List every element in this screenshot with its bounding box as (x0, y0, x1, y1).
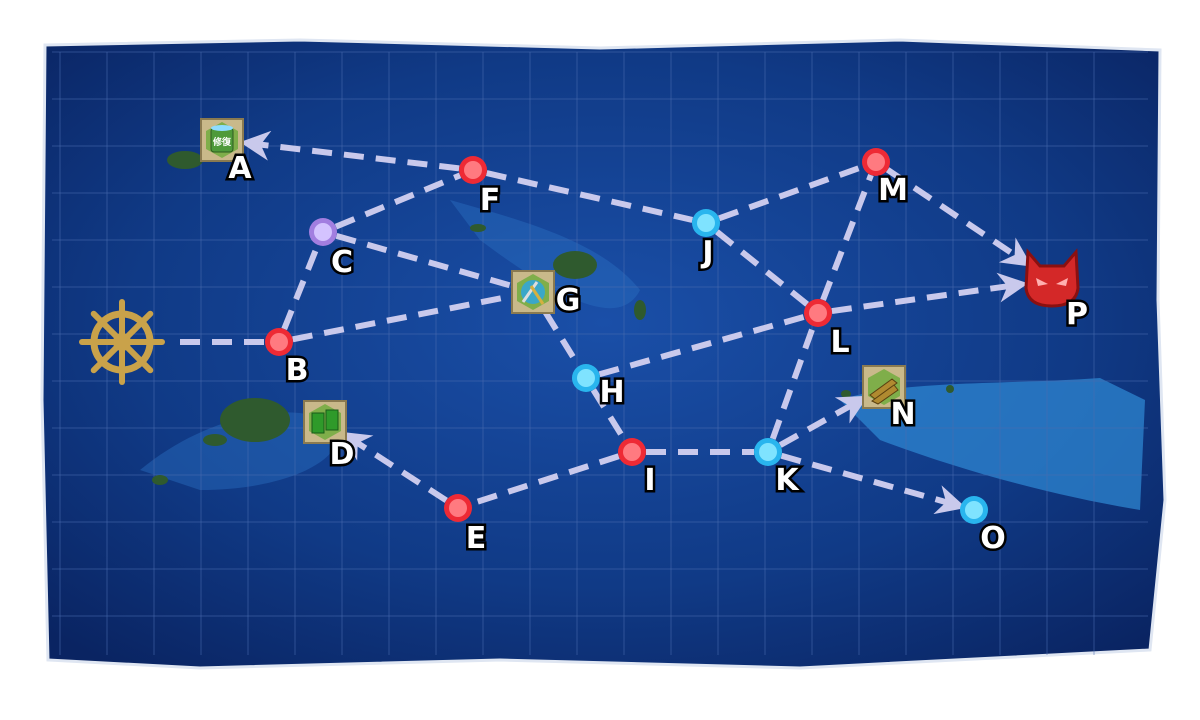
route-J-L (715, 229, 809, 307)
node-label: K (775, 463, 800, 498)
node-O[interactable]: O (960, 496, 1008, 559)
node-label: L (830, 325, 849, 360)
islands (152, 151, 954, 485)
route-K-N (778, 395, 869, 448)
node-label: G (556, 283, 581, 318)
shallow-west (140, 412, 338, 490)
node-label: I (644, 463, 655, 498)
repair-bucket-text: 修復 (212, 136, 232, 148)
node-label: J (700, 235, 713, 270)
node-G[interactable]: G (511, 270, 583, 321)
shallow-center (450, 200, 640, 309)
route-K-L (769, 325, 817, 440)
node-D[interactable]: D (303, 400, 357, 475)
route-F-A (239, 130, 460, 172)
node-label: O (980, 521, 1006, 556)
route-I-E (470, 453, 620, 507)
node-H[interactable]: H (572, 364, 627, 413)
route-F-J (485, 170, 694, 223)
route-E-D (340, 431, 448, 503)
sea-background (40, 38, 1167, 670)
node-N[interactable]: N (862, 365, 918, 435)
node-P[interactable]: P (1024, 248, 1091, 335)
node-C[interactable]: C (309, 218, 356, 283)
boss-demon-icon (1024, 248, 1080, 308)
route-C-F (334, 172, 462, 230)
node-F[interactable]: F (459, 156, 503, 221)
shallow-reef (840, 378, 1145, 510)
routes (180, 130, 1033, 515)
route-J-M (718, 163, 864, 222)
node-B[interactable]: B (265, 328, 311, 391)
map-grid (52, 51, 1148, 655)
route-G-H (543, 310, 582, 368)
node-I[interactable]: I (618, 438, 658, 501)
node-E[interactable]: E (444, 494, 489, 559)
route-H-L (598, 313, 806, 378)
node-label: M (878, 173, 908, 208)
node-A[interactable]: 修復 A (200, 118, 255, 189)
node-label: C (331, 245, 353, 280)
node-label: E (466, 521, 487, 556)
node-label: H (599, 375, 624, 410)
node-label: A (228, 151, 252, 186)
route-H-I (590, 388, 628, 442)
node-label: B (286, 353, 309, 388)
node-label: D (330, 437, 355, 472)
node-K[interactable]: K (754, 438, 803, 501)
route-B-G (292, 293, 511, 343)
nodes: 修復 A B C D E F G H I J K L M N O P (79, 118, 1091, 559)
node-M[interactable]: M (862, 148, 910, 211)
route-B-C (281, 243, 321, 331)
node-label: P (1066, 297, 1088, 332)
ship-wheel-icon[interactable] (79, 299, 165, 385)
route-L-M (820, 173, 874, 302)
node-label: F (480, 183, 501, 218)
node-label: N (890, 397, 915, 432)
route-M-P (885, 167, 1033, 267)
node-J[interactable]: J (692, 209, 720, 273)
node-L[interactable]: L (804, 299, 852, 363)
